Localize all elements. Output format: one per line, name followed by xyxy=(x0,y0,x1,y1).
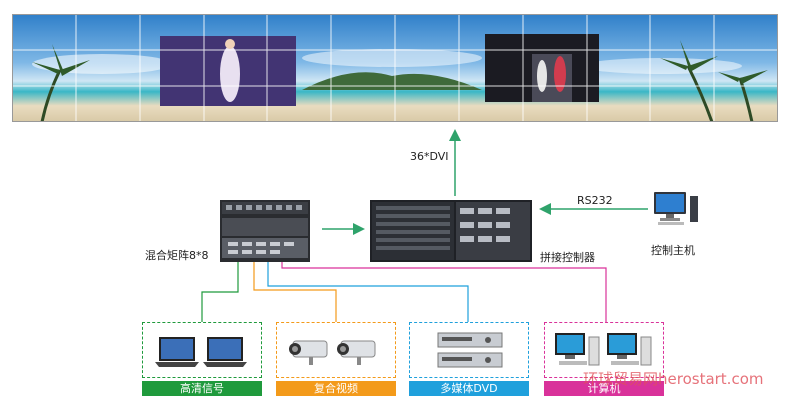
hd-signal-group xyxy=(142,322,262,378)
dvi-signal-label: 36*DVI xyxy=(410,150,449,163)
computer-cable xyxy=(282,262,606,322)
hybrid-matrix-device xyxy=(220,200,310,262)
hd-signal-cable xyxy=(202,262,238,322)
splicing-controller-device xyxy=(370,200,532,262)
rs232-label: RS232 xyxy=(577,194,613,207)
source-label-dvd: 多媒体DVD xyxy=(409,381,529,396)
control-host-computer xyxy=(652,190,700,226)
matrix-label: 混合矩阵8*8 xyxy=(145,247,209,263)
source-label-hd: 高清信号 xyxy=(142,381,262,396)
dvd-group xyxy=(409,322,529,378)
dvd-player-icon xyxy=(436,331,504,371)
source-label-composite: 复合视频 xyxy=(276,381,396,396)
composite-video-cable xyxy=(254,262,336,322)
composite-video-group xyxy=(276,322,396,378)
dvd-cable xyxy=(268,262,468,322)
video-wall xyxy=(12,14,778,122)
laptop-icon xyxy=(155,335,251,369)
watermark: 环球贸易网herostart.com xyxy=(583,368,764,389)
controller-label: 拼接控制器 xyxy=(540,249,595,265)
control-host-label: 控制主机 xyxy=(651,242,695,258)
camera-icon xyxy=(289,337,385,367)
desktop-computer-icon xyxy=(553,331,657,371)
